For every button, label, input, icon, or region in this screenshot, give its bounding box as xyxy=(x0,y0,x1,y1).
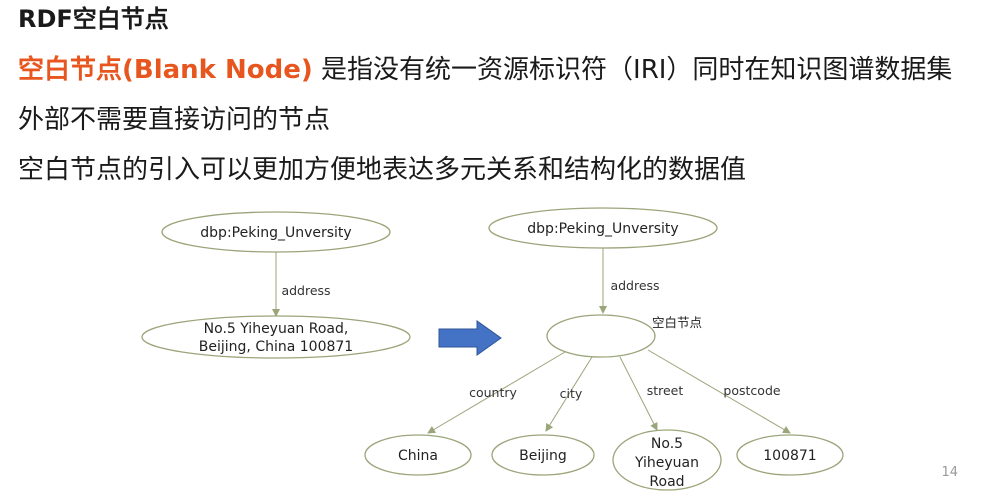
city-value: Beijing xyxy=(519,448,567,464)
left-address-node xyxy=(141,315,411,359)
street-edge-label: street xyxy=(647,383,684,398)
postcode-value-node xyxy=(736,434,844,476)
left-address-label: address xyxy=(281,283,330,298)
street-value-line2: Yiheyuan xyxy=(634,455,699,471)
page-number: 14 xyxy=(941,465,958,480)
right-subject-label: dbp:Peking_Unversity xyxy=(527,221,678,237)
city-value-node xyxy=(491,434,595,476)
bullet-blank-node-definition: 空白节点(Blank Node) 是指没有统一资源标识符（IRI）同时在知识图谱… xyxy=(18,50,952,90)
right-arrow-icon xyxy=(438,320,502,356)
left-address-line1: No.5 Yiheyuan Road, xyxy=(204,321,349,337)
bullet-blank-node-usage: 空白节点的引入可以更加方便地表达多元关系和结构化的数据值 xyxy=(18,155,747,185)
left-address-line2: Beijing, China 100871 xyxy=(199,339,353,355)
right-subject-node xyxy=(488,207,718,249)
blank-node-label: 空白节点 xyxy=(652,315,702,330)
right-address-label: address xyxy=(610,278,659,293)
slide-title: RDF空白节点 xyxy=(18,5,169,33)
left-graph: dbp:Peking_Unversity address No.5 Yiheyu… xyxy=(141,211,411,359)
city-edge-label: city xyxy=(560,386,583,401)
blank-node xyxy=(546,314,656,358)
country-edge xyxy=(427,351,566,434)
city-edge xyxy=(545,356,593,432)
postcode-value: 100871 xyxy=(763,448,816,464)
street-edge xyxy=(619,356,658,431)
left-subject-node xyxy=(161,211,391,253)
street-value-line3: Road xyxy=(649,474,684,490)
right-graph: dbp:Peking_Unversity address 空白节点 countr… xyxy=(364,207,844,491)
postcode-edge-label: postcode xyxy=(723,383,780,398)
left-subject-label: dbp:Peking_Unversity xyxy=(200,225,351,241)
bullet-definition-continued: 外部不需要直接访问的节点 xyxy=(18,105,331,135)
definition-text: 是指没有统一资源标识符（IRI）同时在知识图谱数据集 xyxy=(312,55,953,85)
country-value-node xyxy=(364,434,472,476)
street-value-line1: No.5 xyxy=(651,436,683,452)
blank-node-term: 空白节点(Blank Node) xyxy=(18,55,313,85)
country-value: China xyxy=(398,448,438,464)
street-value-node xyxy=(612,429,722,491)
postcode-edge xyxy=(647,349,791,434)
country-edge-label: country xyxy=(469,385,517,400)
